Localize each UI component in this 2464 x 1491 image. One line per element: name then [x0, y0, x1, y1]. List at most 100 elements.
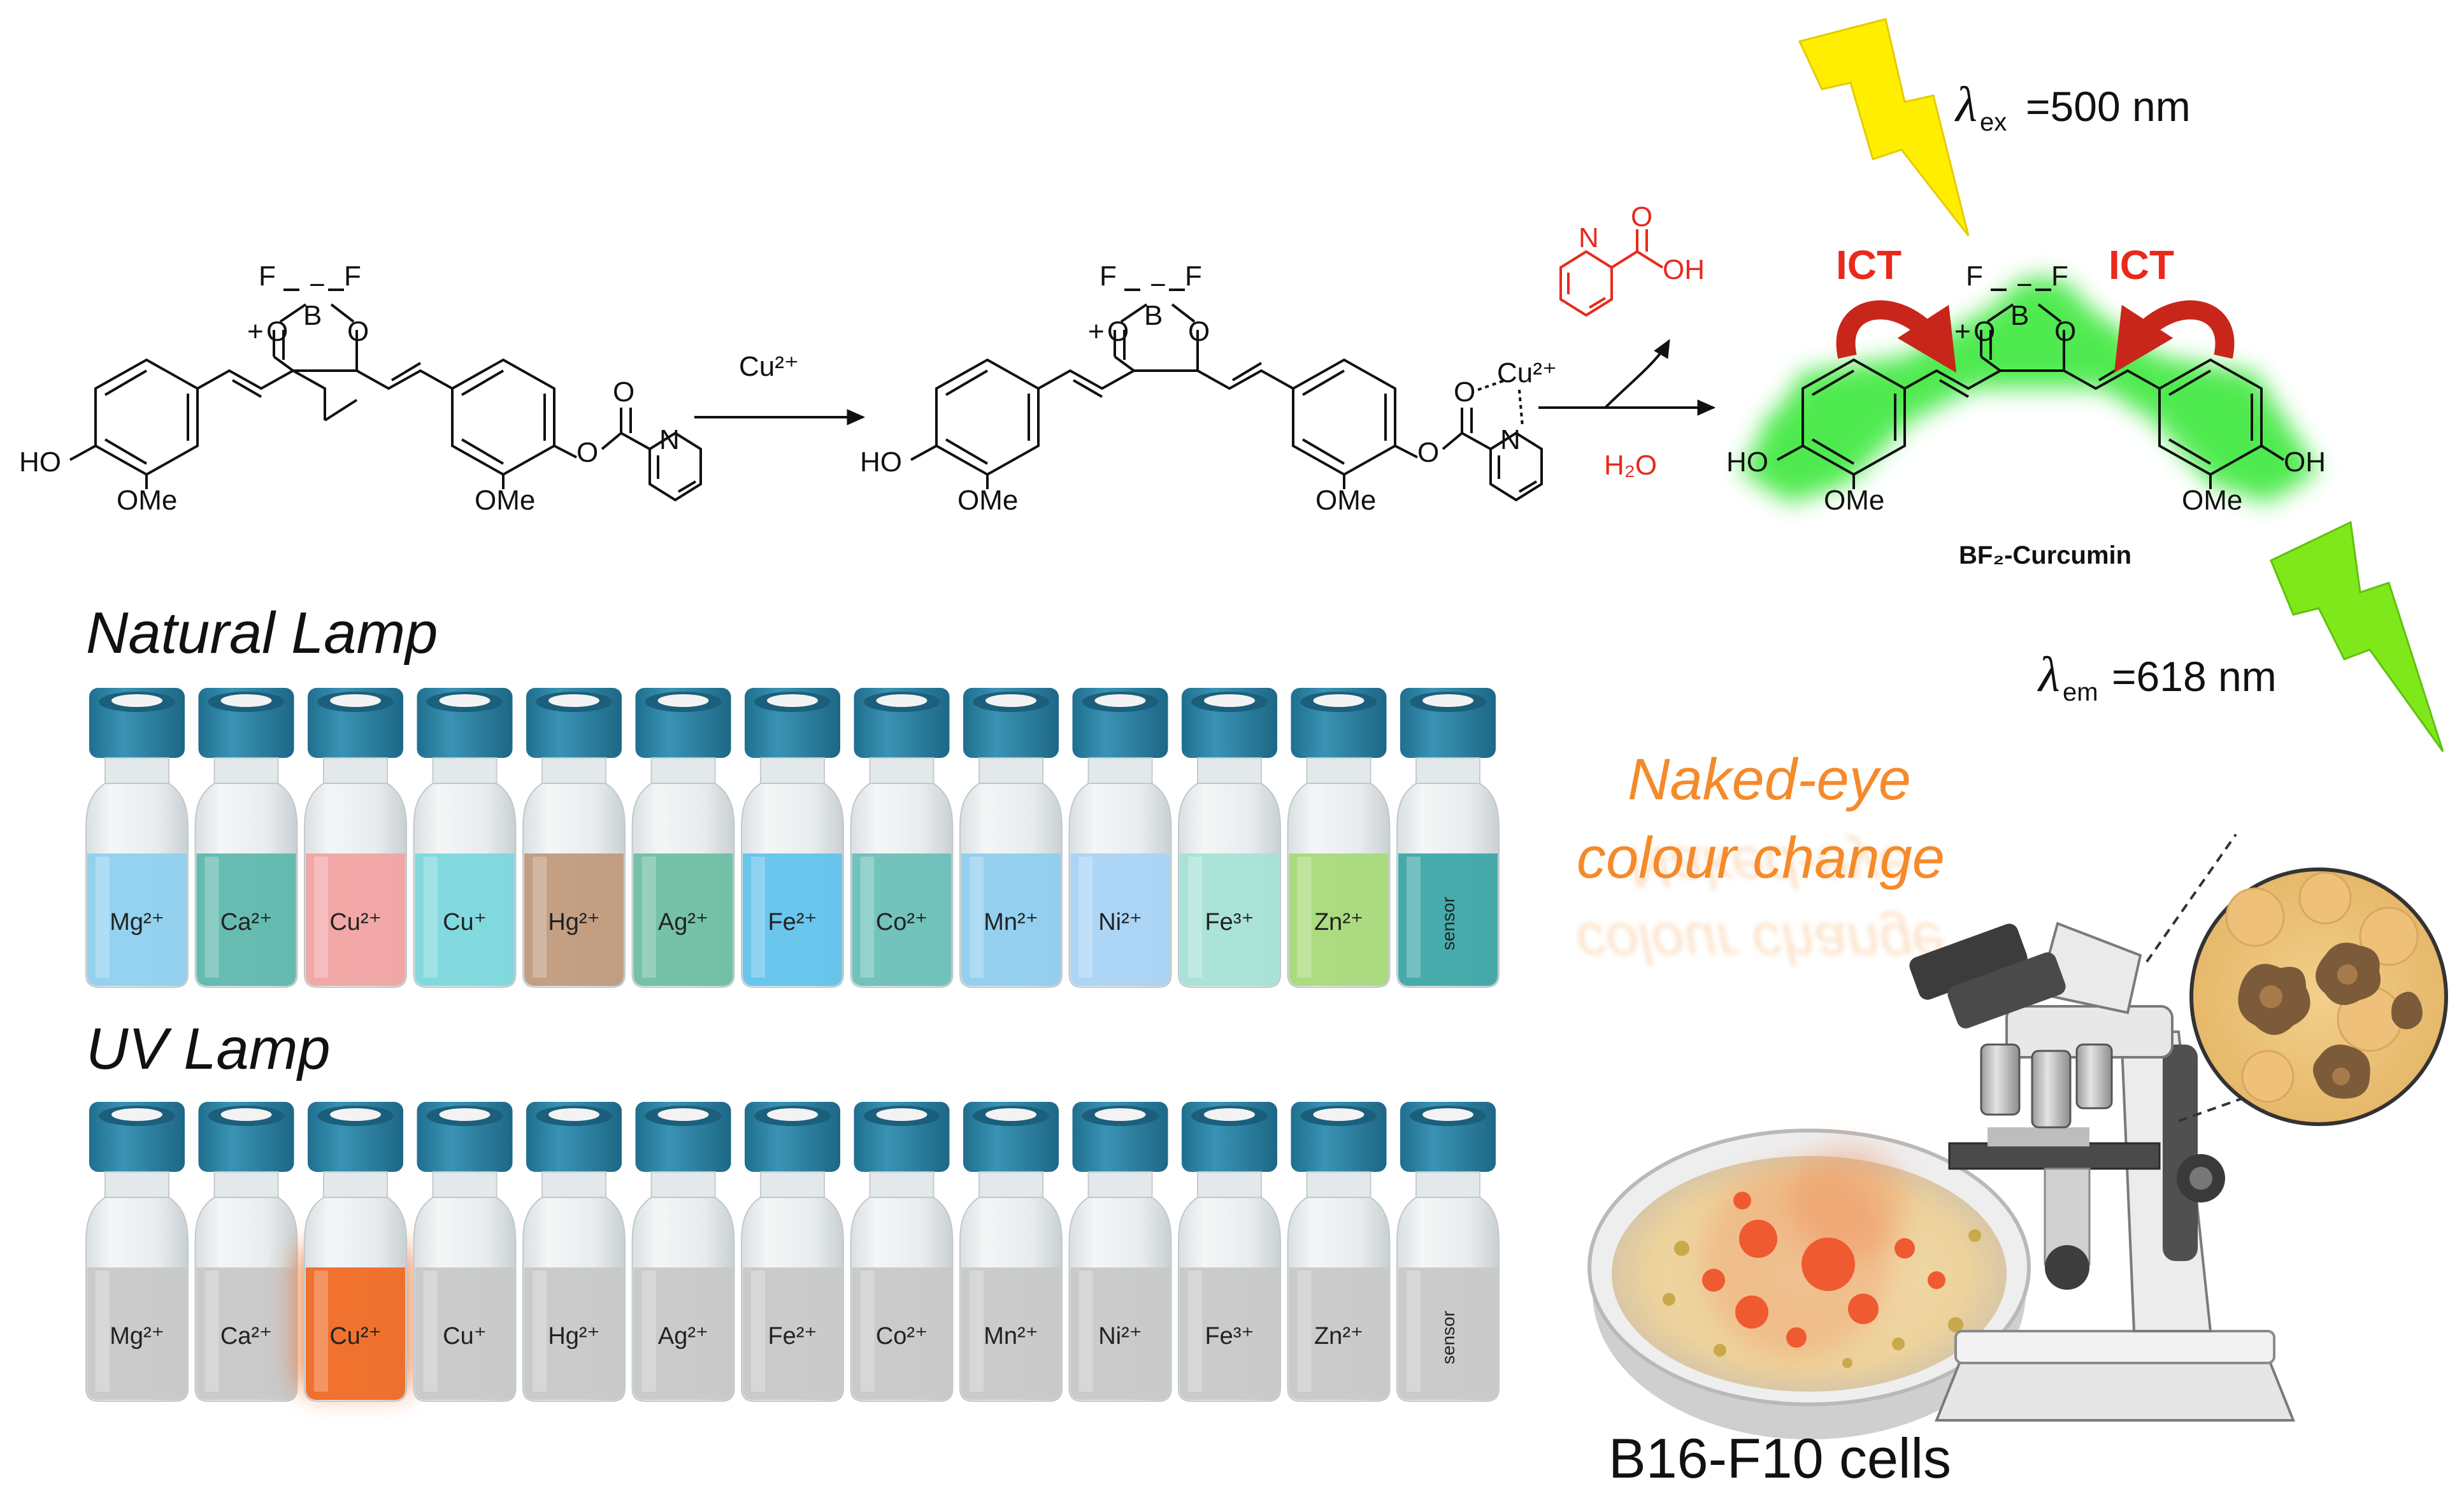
natural-vial-row: Mg²⁺ Ca²⁺ Cu²⁺ Cu⁺ Hg²⁺Ag²⁺ Fe²⁺ Co²⁺ Mn²⁺ Ni²⁺ F… [85, 688, 1500, 988]
vial-label: Co²⁺ [876, 1323, 928, 1350]
ome-label: OMe [117, 485, 177, 516]
cu-complex-molecule [910, 289, 1543, 502]
cell-zoom-circle [2189, 867, 2448, 1126]
vial: Fe³⁺ [1178, 1102, 1281, 1402]
oh-label: OH [2284, 446, 2326, 478]
vial: Fe²⁺ [741, 1102, 844, 1402]
plus-label: + [247, 316, 264, 347]
vial: Ni²⁺ [1068, 688, 1172, 988]
vial-liquid [196, 1267, 296, 1400]
o-label: O [1973, 316, 1995, 347]
vial: Ag²⁺ [631, 688, 735, 988]
svg-text:=500 nm: =500 nm [2026, 83, 2191, 130]
vial-liquid [633, 1267, 733, 1400]
svg-text:colour change: colour change [1577, 825, 1945, 890]
naked-eye-caption: Naked-eye colour change Naked-eye colour… [1577, 747, 1945, 976]
vial-liquid [852, 853, 952, 986]
o-label: O [577, 437, 598, 468]
reactant-molecule [69, 289, 702, 502]
vial-label: Cu⁺ [443, 909, 487, 936]
o-label: O [1188, 316, 1210, 347]
vial-label: Fe²⁺ [768, 1323, 817, 1350]
minus-label: − [2016, 269, 2033, 301]
vial-label: Ni²⁺ [1098, 909, 1142, 936]
n-label: N [1579, 222, 1599, 253]
o-label: O [1107, 316, 1129, 347]
svg-text:=618 nm: =618 nm [2112, 653, 2277, 700]
vial-liquid [415, 1267, 515, 1400]
vial: Cu²⁺ [298, 1102, 413, 1402]
vial: Zn²⁺ [1287, 1102, 1391, 1402]
vial-label: Co²⁺ [876, 909, 928, 936]
vial-liquid [1180, 1267, 1279, 1400]
plus-label: + [1088, 316, 1105, 347]
b-label: B [303, 300, 322, 331]
ome-label: OMe [475, 485, 535, 516]
vial: Ca²⁺ [194, 1102, 298, 1402]
svg-text:λ: λ [1954, 76, 1977, 132]
excitation-lightning-icon [1798, 18, 1970, 236]
vial-label: Hg²⁺ [548, 1323, 599, 1350]
vial-liquid [1289, 1267, 1389, 1400]
vial-label: sensor [1438, 897, 1458, 950]
vial-liquid [961, 853, 1061, 986]
n-label: N [659, 424, 680, 455]
zoom-line [2145, 833, 2237, 963]
f-label: F [1185, 260, 1202, 292]
svg-text:colour change: colour change [1577, 911, 1945, 976]
vial-liquid [1070, 1267, 1170, 1400]
ho-label: HO [19, 446, 61, 478]
ome-label: OMe [957, 485, 1018, 516]
vial: Cu⁺ [413, 688, 517, 988]
vial: sensor [1396, 1102, 1500, 1402]
cells-label: B16-F10 cells [1608, 1427, 1951, 1490]
vial-liquid [1289, 853, 1389, 986]
vial-liquid [524, 1267, 624, 1400]
vial-label: Ca²⁺ [220, 1323, 272, 1350]
ome-label: OMe [2182, 485, 2242, 516]
vial-label: Zn²⁺ [1314, 1323, 1363, 1350]
ome-label: OMe [1824, 485, 1884, 516]
vial: Co²⁺ [850, 688, 954, 988]
vial-liquid [87, 1267, 187, 1400]
microscope-icon [1909, 922, 2295, 1422]
o-label: O [1454, 376, 1475, 408]
vial-liquid [1180, 853, 1279, 986]
vial-label: Mn²⁺ [984, 909, 1038, 936]
vial-label: Fe³⁺ [1205, 909, 1254, 936]
vial: Mg²⁺ [85, 688, 189, 988]
vial-label: Ca²⁺ [220, 909, 272, 936]
minus-label: − [1150, 269, 1166, 301]
vial-label: Cu²⁺ [329, 1323, 381, 1350]
ict-label-left: ICT [1836, 242, 1902, 288]
o-label: O [266, 316, 288, 347]
vial: Hg²⁺ [522, 688, 626, 988]
svg-text:ex: ex [1980, 108, 2007, 136]
f-label: F [259, 260, 276, 292]
vial-liquid [524, 853, 624, 986]
svg-text:Naked-eye: Naked-eye [1628, 747, 1911, 812]
vial: Zn²⁺ [1287, 688, 1391, 988]
uv-lamp-title: UV Lamp [86, 1017, 331, 1081]
vial-liquid [87, 853, 187, 986]
f-label: F [1966, 260, 1983, 292]
vial: Cu⁺ [413, 1102, 517, 1402]
vial-liquid [1398, 1267, 1498, 1400]
vial-label: sensor [1438, 1311, 1458, 1364]
vial-label: Cu²⁺ [329, 909, 381, 936]
n-label: N [1500, 424, 1521, 455]
vial-label: Fe²⁺ [768, 909, 817, 936]
vial: Fe²⁺ [741, 688, 844, 988]
vial-liquid [1398, 853, 1498, 986]
vial-liquid [633, 853, 733, 986]
o-label: O [347, 316, 369, 347]
vial: Mn²⁺ [959, 1102, 1063, 1402]
vial-label: Fe³⁺ [1205, 1323, 1254, 1350]
o-label: O [2054, 316, 2076, 347]
o-label: O [613, 376, 634, 408]
ho-label: HO [1726, 446, 1768, 478]
o-label: O [1417, 437, 1439, 468]
minus-label: − [309, 269, 326, 301]
uv-vial-row: Mg²⁺Ca²⁺Cu²⁺Cu⁺Hg²⁺Ag²⁺Fe²⁺Co²⁺Mn²⁺Ni²⁺F… [85, 1102, 1500, 1402]
ict-arrow-left [1836, 300, 1957, 373]
